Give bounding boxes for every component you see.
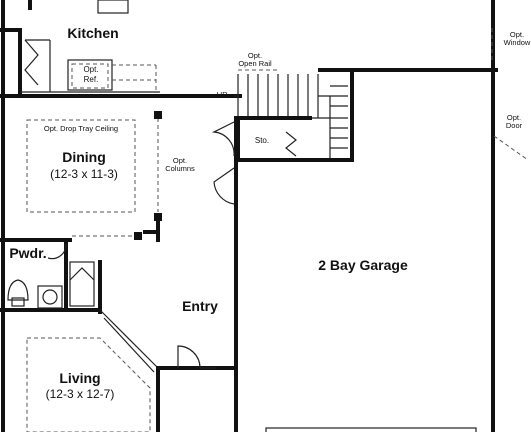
- kitchen-label: Kitchen: [67, 25, 118, 41]
- toilet-icon: [7, 279, 29, 301]
- stair-break-mark: [285, 131, 297, 157]
- dining-size: (12-3 x 11-3): [50, 167, 118, 181]
- window-opt-label: Opt.: [510, 30, 524, 39]
- refrigerator-optional: [71, 63, 109, 89]
- powder-label: Pwdr.: [9, 245, 46, 261]
- window-label: Window: [504, 38, 531, 47]
- entry-label: Entry: [182, 298, 218, 314]
- dining-label: Dining: [62, 149, 106, 165]
- living-angle-wall-2: [103, 317, 155, 373]
- columns-label: Columns: [165, 164, 195, 173]
- garage-entry-door-swing: [213, 167, 235, 205]
- ref-label: Ref.: [84, 75, 99, 84]
- up-label: UP: [217, 90, 227, 99]
- living-angle-wall-1: [99, 309, 159, 369]
- toilet-tank: [11, 297, 25, 307]
- closet: [69, 261, 95, 307]
- storage-door-swing: [211, 121, 235, 157]
- column-3: [134, 232, 142, 240]
- refrigerator-space: [67, 59, 113, 91]
- ref-opt-label: Opt.: [83, 65, 98, 74]
- living-label: Living: [59, 370, 100, 386]
- drop-tray-ceiling: [26, 119, 136, 213]
- garage-label: 2 Bay Garage: [318, 257, 408, 273]
- sink-counter: [37, 285, 63, 309]
- garage-door: [265, 427, 477, 432]
- powder-door-swing: [47, 243, 67, 260]
- pantry-door-swing: [24, 39, 39, 86]
- kitchen-counter-top: [97, 0, 129, 14]
- drop-tray-label: Opt. Drop Tray Ceiling: [44, 124, 118, 133]
- rail-opt-label: Opt.: [248, 51, 262, 60]
- sink-basin-icon: [42, 289, 58, 305]
- door-label: Door: [506, 121, 523, 130]
- closet-door: [69, 267, 95, 281]
- entry-door-swing: [177, 345, 201, 369]
- column-2: [154, 213, 162, 221]
- storage-label: Sto.: [255, 136, 269, 145]
- column-1: [154, 111, 162, 119]
- door-opt-label: Opt.: [507, 113, 521, 122]
- optional-door-swing: [493, 135, 529, 161]
- living-size: (12-3 x 12-7): [46, 387, 115, 401]
- rail-label: Open Rail: [238, 59, 272, 68]
- columns-opt-label: Opt.: [173, 156, 187, 165]
